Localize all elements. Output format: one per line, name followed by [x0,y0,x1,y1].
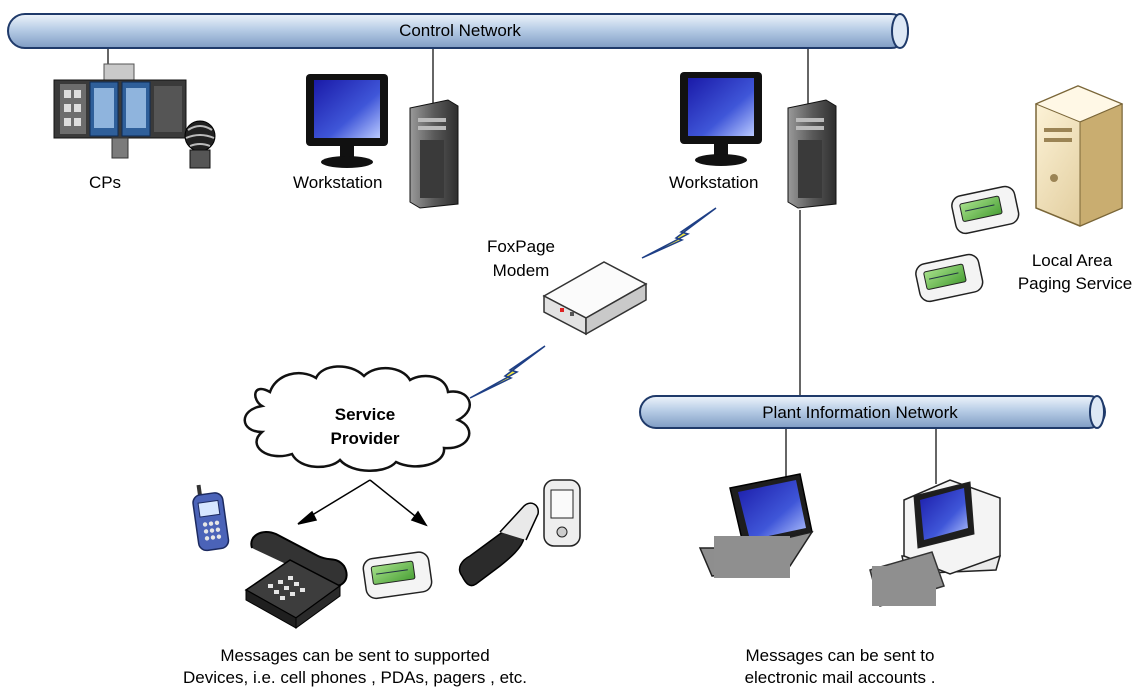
devices-caption-line2: Devices, i.e. cell phones , PDAs, pagers… [183,668,527,687]
control-network-pipe [7,13,909,49]
paging-server-icon [1034,85,1124,227]
cps-label: CPs [88,173,122,192]
laptop-icon [698,473,814,578]
service-provider-cloud-icon [243,365,471,472]
globe-icon [184,120,216,169]
cps-rack-icon [53,63,187,159]
workstation-left-tower-icon [409,99,459,209]
pager-icon [951,185,1020,235]
desk-phone-icon [244,530,348,629]
workstation-left-monitor-icon [306,74,388,168]
devices-caption-line1: Messages can be sent to supported [220,646,490,665]
cell-phone-icon [192,484,230,552]
workstation-left-label: Workstation [293,173,383,192]
paging-service-label-line2: Paging Service [1017,274,1133,293]
connector-lines [107,48,937,484]
service-provider-label-line1: Service [334,405,396,424]
plant-network-label: Plant Information Network [762,403,958,422]
workstation-right-label: Workstation [669,173,759,192]
wireless-link-icon [641,207,717,259]
modem-icon [542,261,648,336]
pager-icon [362,551,433,600]
workstation-right-monitor-icon [680,72,762,166]
wireless-link-icon [469,345,546,399]
control-network-label: Control Network [399,21,521,40]
service-provider-label-line2: Provider [330,429,400,448]
pager-icon [915,253,984,303]
modem-label-line1: FoxPage [486,237,556,256]
paging-service-label-line1: Local Area [1031,251,1113,270]
modem-label-line2: Modem [492,261,550,280]
desktop-pc-icon [869,479,1001,607]
workstation-right-tower-icon [787,99,837,209]
email-caption-line1: Messages can be sent to [745,646,935,665]
plant-network-pipe [639,395,1106,429]
flip-phone-icon [458,502,539,587]
arrow-icon [297,479,428,527]
email-caption-line2: electronic mail accounts . [744,668,936,687]
pda-icon [543,479,581,547]
